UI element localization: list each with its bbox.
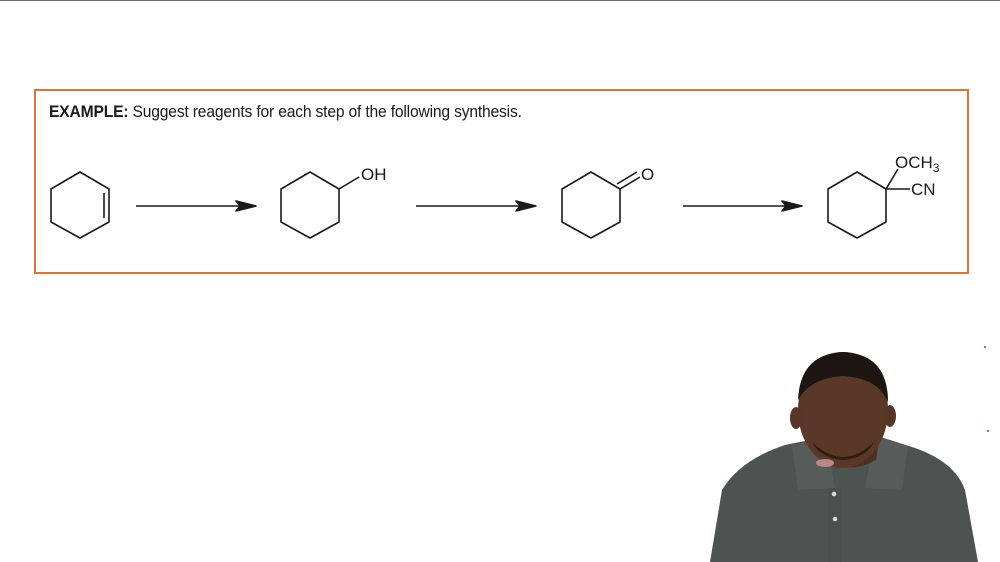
reaction-arrow-1 <box>136 200 257 212</box>
cyclohexene-structure <box>50 171 110 239</box>
example-text: Suggest reagents for each step of the fo… <box>132 102 522 121</box>
example-label: EXAMPLE: <box>49 102 129 121</box>
och3-label: OCH3 <box>895 153 940 175</box>
cyanohydrin-ether-structure <box>827 168 910 239</box>
cyclohexanone-structure <box>561 171 641 239</box>
presenter-video <box>710 352 978 562</box>
oh-label: OH <box>361 165 387 184</box>
example-box: EXAMPLE: Suggest reagents for each step … <box>34 89 969 274</box>
marker-dot <box>987 430 989 432</box>
example-prompt: EXAMPLE: Suggest reagents for each step … <box>49 102 522 122</box>
cyclohexanol-structure <box>280 171 360 239</box>
top-rule <box>0 0 1000 1</box>
marker-dot <box>984 346 986 348</box>
reaction-arrow-2 <box>416 200 537 212</box>
reaction-arrow-3 <box>683 200 803 212</box>
cn-label: CN <box>911 180 936 199</box>
carbonyl-o-label: O <box>641 165 654 184</box>
